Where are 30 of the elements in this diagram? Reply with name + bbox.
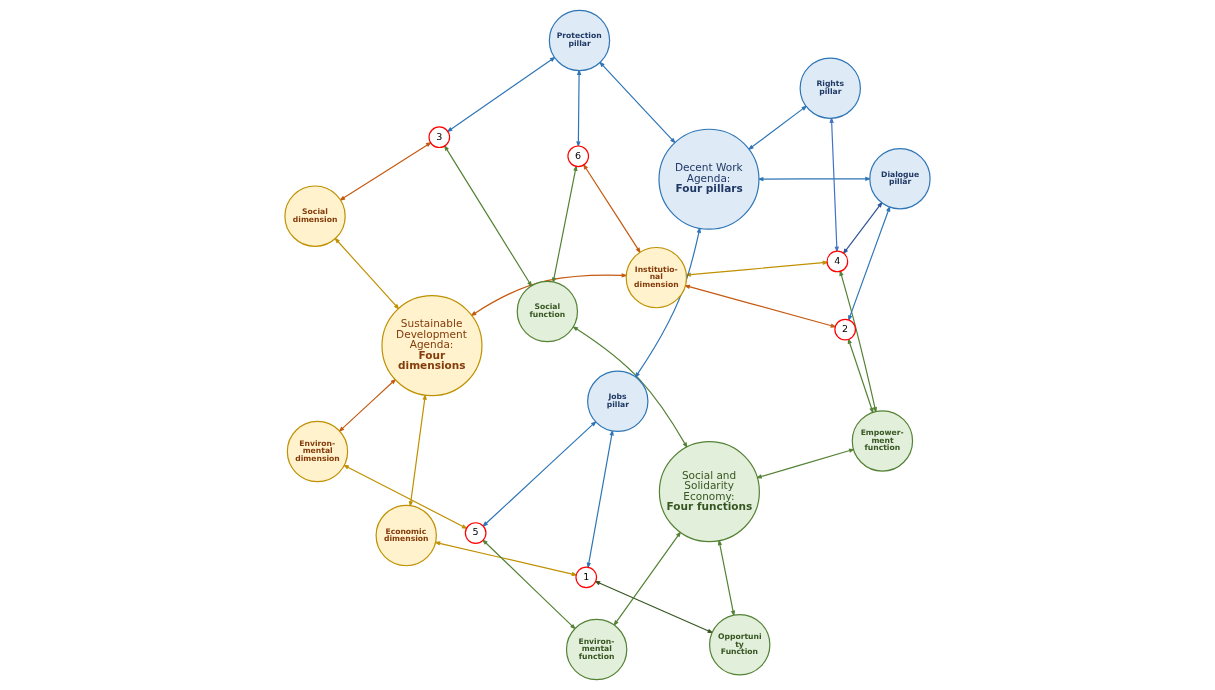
arrow [551, 164, 578, 284]
arrow [576, 68, 582, 148]
arrow [839, 269, 877, 414]
arrow [847, 337, 874, 414]
arrow [848, 205, 891, 322]
arrow [338, 141, 433, 201]
arrow [446, 56, 557, 133]
arrow [842, 201, 883, 255]
node-circle: Decent Work Agenda: Four pillars [658, 128, 760, 230]
arrow [594, 580, 714, 634]
arrow [829, 116, 839, 253]
arrow [717, 538, 736, 617]
arrow [408, 393, 427, 508]
arrow [598, 61, 676, 144]
arrow [586, 429, 614, 569]
node-circle: 1 [575, 566, 598, 589]
arrow [571, 325, 688, 449]
arrow [481, 420, 597, 528]
arrow [683, 284, 837, 328]
arrow [634, 226, 701, 379]
arrow [747, 105, 808, 151]
arrow [443, 144, 533, 288]
arrow [470, 273, 628, 317]
node-circle: Sustainable Development Agenda: Four dimensions [381, 295, 483, 397]
node-circle: 2 [834, 318, 857, 341]
arrow [342, 464, 468, 530]
arrow [334, 237, 400, 310]
arrow [582, 163, 641, 254]
arrow [613, 530, 682, 627]
arrow [434, 541, 578, 577]
